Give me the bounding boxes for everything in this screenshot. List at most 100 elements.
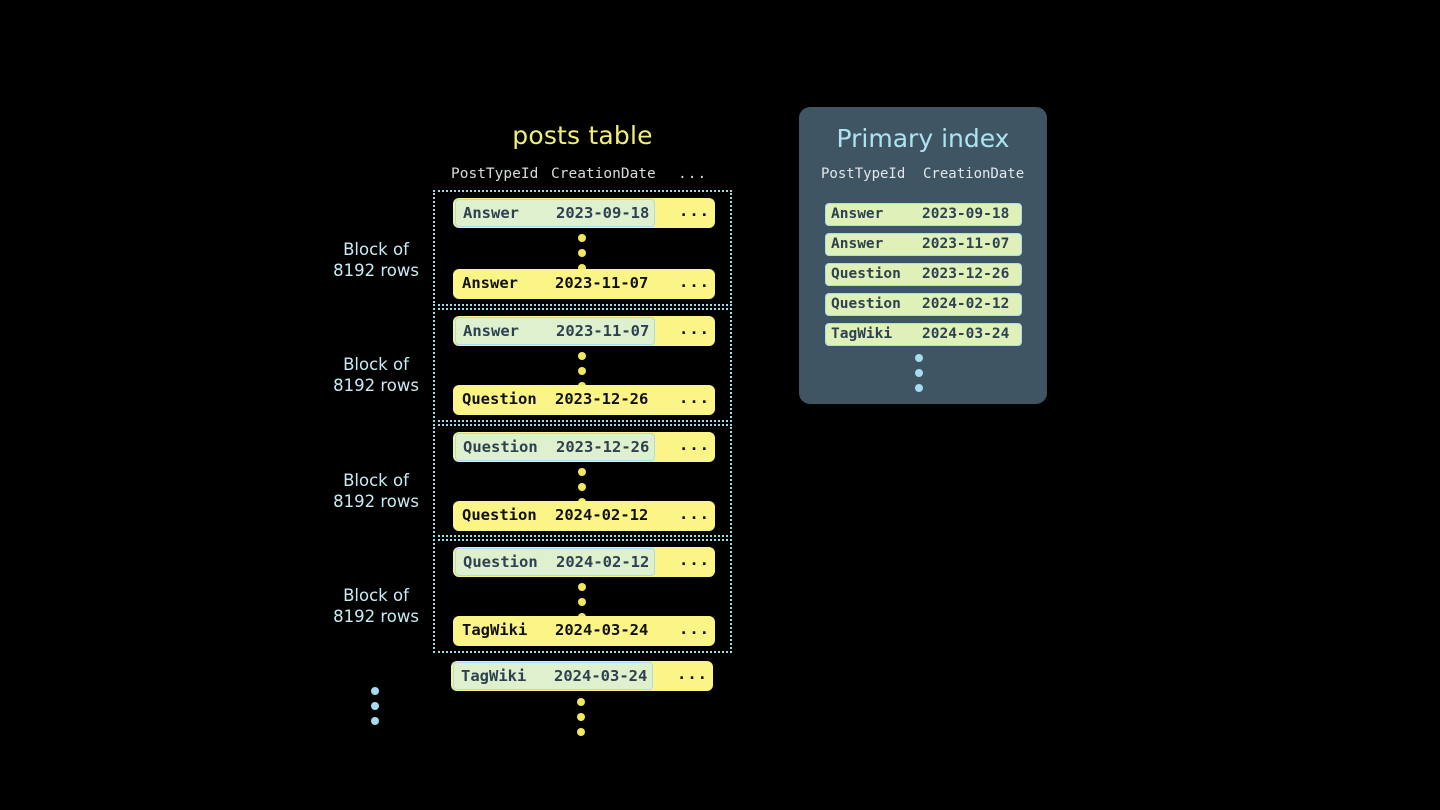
block-label-1-line2: 8192 rows — [333, 261, 419, 280]
dot — [577, 698, 585, 706]
block-label-1: Block of 8192 rows — [296, 239, 456, 281]
index-entry[interactable]: Question 2024-02-12 — [825, 293, 1022, 316]
table-row[interactable]: Answer 2023-11-07 ... — [453, 316, 715, 346]
dot — [371, 702, 379, 710]
cell-more: ... — [679, 620, 710, 638]
dot — [578, 367, 586, 375]
column-header-creationdate: CreationDate — [923, 166, 1025, 182]
primary-index-column-headers: PostTypeId CreationDate — [799, 166, 1047, 186]
cell-posttypeid: Answer — [831, 206, 884, 222]
block-4: Question 2024-02-12 ... TagWiki 2024-03-… — [433, 539, 732, 653]
index-entry[interactable]: TagWiki 2024-03-24 — [825, 323, 1022, 346]
posts-table-column-headers: PostTypeId CreationDate ... — [433, 166, 732, 186]
block-label-3-line2: 8192 rows — [333, 492, 419, 511]
cell-posttypeid: TagWiki — [462, 621, 528, 639]
dot — [577, 713, 585, 721]
cell-more: ... — [679, 505, 710, 523]
dot — [371, 717, 379, 725]
cell-posttypeid: Question — [463, 438, 538, 456]
cell-posttypeid: Question — [462, 390, 537, 408]
cell-creationdate: 2024-03-24 — [555, 621, 649, 639]
index-entry[interactable]: Question 2023-12-26 — [825, 263, 1022, 286]
cell-more: ... — [679, 551, 710, 569]
cell-creationdate: 2024-02-12 — [922, 296, 1010, 312]
index-continues-ellipsis — [915, 354, 924, 399]
column-header-posttypeid: PostTypeId — [821, 166, 906, 182]
blocks-continue-ellipsis — [371, 687, 380, 732]
cell-more: ... — [677, 665, 708, 683]
cell-posttypeid: Question — [463, 553, 538, 571]
primary-index-panel: Primary index PostTypeId CreationDate An… — [799, 107, 1047, 404]
row-cells: Answer 2023-11-07 — [455, 270, 655, 298]
cell-creationdate: 2023-09-18 — [556, 204, 650, 222]
block-label-2: Block of 8192 rows — [296, 354, 456, 396]
index-entry[interactable]: Answer 2023-09-18 — [825, 203, 1022, 226]
dot — [371, 687, 379, 695]
dot — [578, 468, 586, 476]
cell-more: ... — [679, 273, 710, 291]
table-row[interactable]: TagWiki 2024-03-24 ... — [453, 616, 715, 646]
cell-creationdate: 2023-12-26 — [555, 390, 649, 408]
cell-creationdate: 2023-11-07 — [922, 236, 1010, 252]
cell-posttypeid: Question — [462, 506, 537, 524]
cell-creationdate: 2023-09-18 — [922, 206, 1010, 222]
column-header-creationdate: CreationDate — [551, 166, 656, 182]
dot — [578, 264, 586, 272]
block-label-1-line1: Block of — [343, 240, 409, 259]
posts-table-title: posts table — [512, 121, 653, 150]
cell-creationdate: 2023-11-07 — [556, 322, 650, 340]
block-2: Answer 2023-11-07 ... Question 2023-12-2… — [433, 308, 732, 422]
cell-more: ... — [679, 436, 710, 454]
cell-more: ... — [679, 202, 710, 220]
row-cells: TagWiki 2024-03-24 — [455, 617, 655, 645]
cell-creationdate: 2024-02-12 — [555, 506, 649, 524]
table-row[interactable]: Question 2024-02-12 ... — [453, 547, 715, 577]
cell-posttypeid: Answer — [462, 274, 518, 292]
row-cells: TagWiki 2024-03-24 — [453, 662, 653, 690]
index-entry[interactable]: Answer 2023-11-07 — [825, 233, 1022, 256]
cell-posttypeid: Answer — [463, 204, 519, 222]
table-row[interactable]: Answer 2023-11-07 ... — [453, 269, 715, 299]
dot — [577, 728, 585, 736]
dot — [915, 369, 923, 377]
table-row[interactable]: Question 2023-12-26 ... — [453, 385, 715, 415]
cell-more: ... — [679, 389, 710, 407]
row-cells: Answer 2023-11-07 — [455, 317, 655, 345]
cell-posttypeid: TagWiki — [461, 667, 527, 685]
table-row[interactable]: Question 2024-02-12 ... — [453, 501, 715, 531]
row-cells: Question 2024-02-12 — [455, 548, 655, 576]
dot — [578, 234, 586, 242]
dot — [578, 583, 586, 591]
row-cells: Answer 2023-09-18 — [455, 199, 655, 227]
cell-posttypeid: Question — [831, 266, 901, 282]
block-label-3: Block of 8192 rows — [296, 470, 456, 512]
dot — [915, 354, 923, 362]
dot — [578, 352, 586, 360]
dot — [915, 384, 923, 392]
dot — [578, 598, 586, 606]
cell-creationdate: 2023-12-26 — [922, 266, 1010, 282]
cell-posttypeid: TagWiki — [831, 326, 893, 342]
primary-index-title: Primary index — [836, 124, 1010, 153]
block-label-3-line1: Block of — [343, 471, 409, 490]
cell-more: ... — [679, 320, 710, 338]
dot — [578, 483, 586, 491]
cell-creationdate: 2023-11-07 — [555, 274, 649, 292]
block-3: Question 2023-12-26 ... Question 2024-02… — [433, 424, 732, 537]
block-label-2-line1: Block of — [343, 355, 409, 374]
block-1: Answer 2023-09-18 ... Answer 2023-11-07 … — [433, 190, 732, 306]
table-row[interactable]: TagWiki 2024-03-24 ... — [451, 661, 713, 691]
row-cells: Question 2023-12-26 — [455, 386, 655, 414]
cell-creationdate: 2023-12-26 — [556, 438, 650, 456]
table-continues-ellipsis — [577, 698, 586, 743]
cell-creationdate: 2024-02-12 — [556, 553, 650, 571]
column-header-posttypeid: PostTypeId — [451, 166, 539, 182]
table-row[interactable]: Question 2023-12-26 ... — [453, 432, 715, 462]
block-label-4-line2: 8192 rows — [333, 607, 419, 626]
cell-creationdate: 2024-03-24 — [554, 667, 648, 685]
column-header-more: ... — [678, 166, 708, 182]
block-label-2-line2: 8192 rows — [333, 376, 419, 395]
block-label-4: Block of 8192 rows — [296, 585, 456, 627]
table-row[interactable]: Answer 2023-09-18 ... — [453, 198, 715, 228]
